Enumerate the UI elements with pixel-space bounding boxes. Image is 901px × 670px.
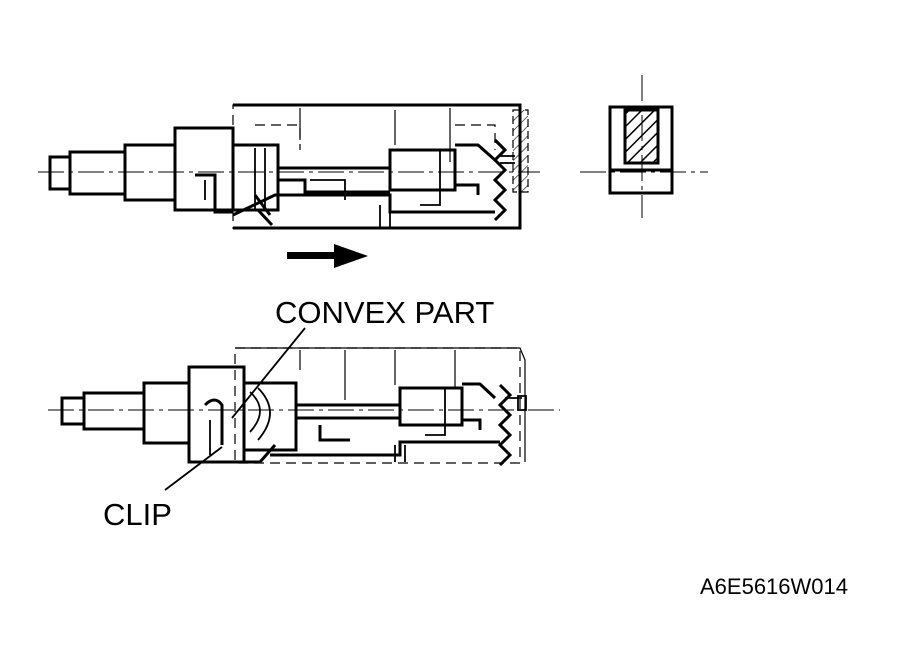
end-view bbox=[580, 75, 708, 218]
top-end-teeth bbox=[492, 138, 508, 222]
top-switch-assembly bbox=[38, 103, 540, 230]
end-view-housing bbox=[608, 105, 674, 195]
top-inner-mechanism bbox=[195, 143, 496, 228]
bottom-plunger bbox=[60, 381, 191, 445]
clip-label: CLIP bbox=[103, 497, 172, 532]
bottom-inner-mechanism bbox=[203, 381, 500, 464]
clip-leader bbox=[164, 446, 223, 491]
arrow-right-icon bbox=[287, 244, 368, 268]
convex-part-label: CONVEX PART bbox=[275, 295, 494, 330]
top-bracket-section bbox=[512, 109, 529, 193]
convex-part-leader bbox=[231, 327, 306, 419]
figure-code: A6E5616W014 bbox=[700, 574, 848, 599]
bottom-end-teeth bbox=[497, 383, 513, 467]
bottom-switch-assembly bbox=[48, 347, 560, 467]
leader-lines bbox=[164, 327, 306, 491]
end-view-hatched-slot bbox=[623, 108, 660, 165]
